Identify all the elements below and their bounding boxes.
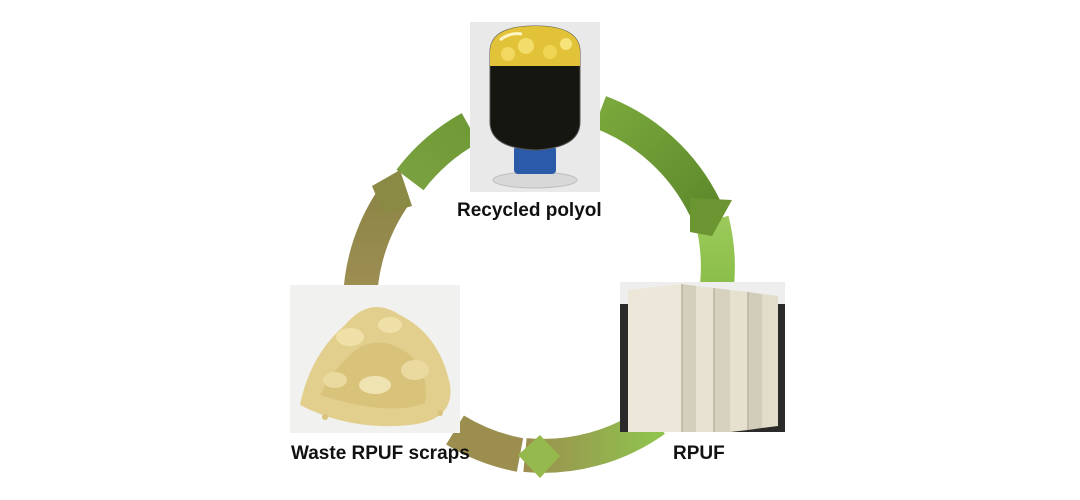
rpuf-boards-illustration [620, 282, 785, 432]
waste-scraps-image [290, 285, 460, 433]
label-recycled-polyol: Recycled polyol [457, 200, 602, 221]
rpuf-boards-image [620, 282, 785, 432]
polyol-bottle-image [470, 22, 600, 192]
arrow-head-top-right [690, 198, 732, 236]
label-rpuf: RPUF [673, 443, 725, 464]
arrow-head-left [372, 170, 412, 214]
waste-scraps-illustration [290, 285, 460, 433]
polyol-bottle-illustration [470, 22, 600, 192]
arrow-head-bottom [518, 435, 560, 478]
label-waste-rpuf-scraps: Waste RPUF scraps [291, 443, 470, 464]
arrow-top-left-segment [396, 113, 479, 191]
arrow-top-right-segment [593, 96, 721, 216]
